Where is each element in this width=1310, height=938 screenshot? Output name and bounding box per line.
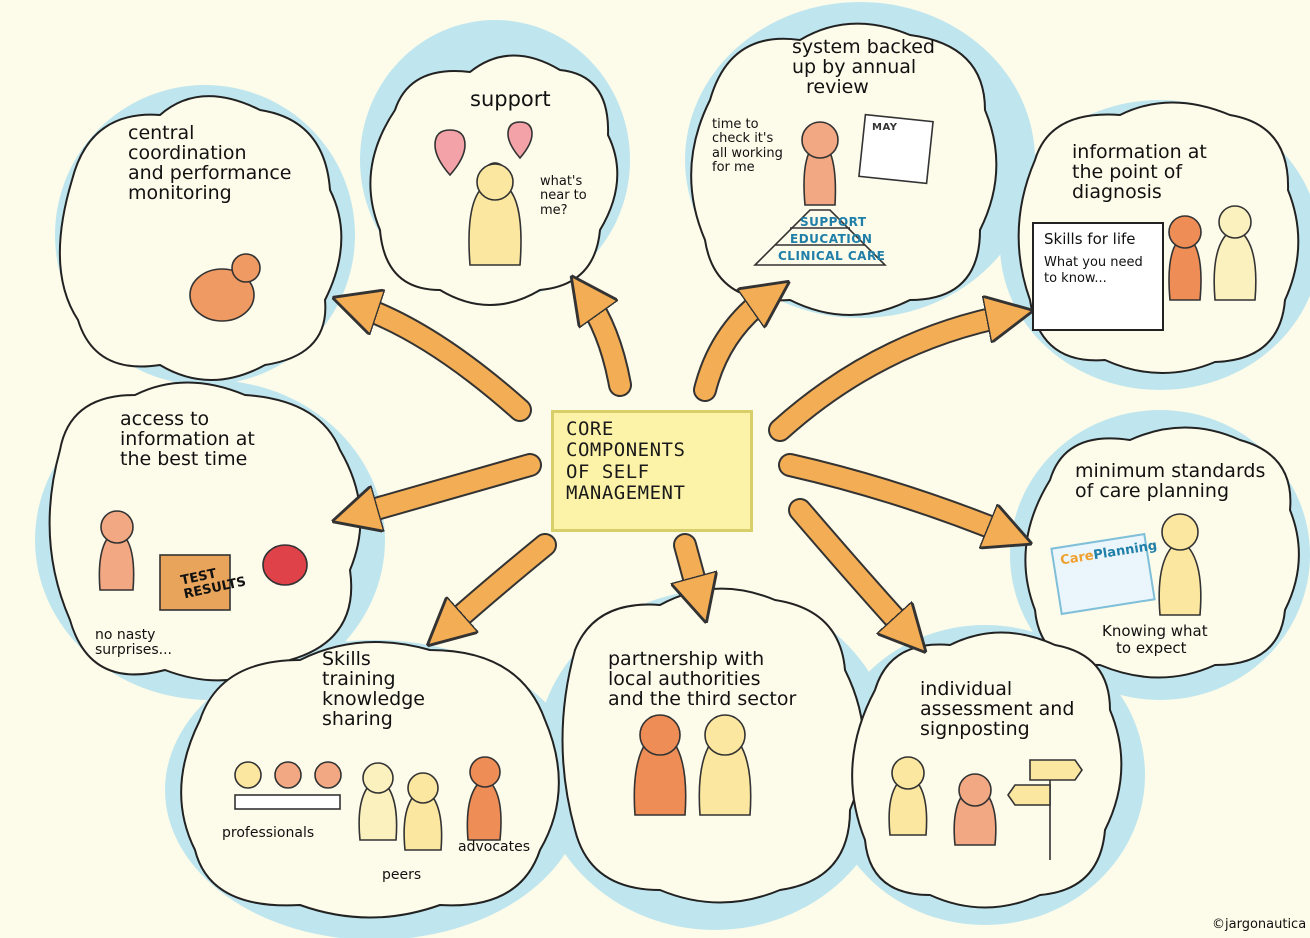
core-line-1: CORE	[566, 418, 614, 440]
assessment-label: individual assessment and signposting	[920, 678, 1075, 740]
annual-review-note: time to check it's all working for me	[712, 117, 783, 175]
advocates-label: advocates	[458, 839, 530, 855]
calendar-month: MAY	[872, 122, 898, 133]
credit-text: ©jargonautica	[1212, 917, 1307, 932]
cloud-shapes	[48, 22, 1300, 919]
diagnosis-label: information at the point of diagnosis	[1072, 141, 1207, 203]
professionals-label: professionals	[222, 825, 315, 841]
annual-review-label: system backed up by annual review	[792, 36, 935, 98]
pyramid-support: SUPPORT	[800, 215, 867, 229]
misc-drawings	[159, 113, 1083, 860]
care-planning-note: Knowing what to expect	[1102, 622, 1208, 657]
core-components-box: CORE COMPONENTS OF SELF MANAGEMENT	[551, 410, 753, 532]
core-line-4: MANAGEMENT	[566, 481, 686, 504]
people	[98, 121, 1257, 851]
partnership-label: partnership with local authorities and t…	[608, 648, 797, 710]
skills-training-label: Skills training knowledge sharing	[322, 648, 425, 730]
peers-label: peers	[382, 867, 422, 883]
pyramid-education: EDUCATION	[790, 232, 873, 246]
central-coordination-label: central coordination and performance mon…	[128, 122, 292, 204]
support-note: what's near to me?	[540, 174, 587, 218]
support-label: support	[470, 87, 551, 111]
core-line-2: COMPONENTS	[566, 439, 686, 462]
access-label: access to information at the best time	[120, 408, 255, 470]
skills-for-life-leaflet: Skills for life What you need to know...	[1032, 222, 1164, 331]
access-note: no nasty surprises...	[95, 627, 173, 659]
core-line-3: OF SELF	[566, 460, 650, 483]
pyramid-clinical-care: CLINICAL CARE	[778, 249, 886, 263]
arrows	[355, 295, 1010, 635]
care-planning-label: minimum standards of care planning	[1075, 460, 1266, 502]
